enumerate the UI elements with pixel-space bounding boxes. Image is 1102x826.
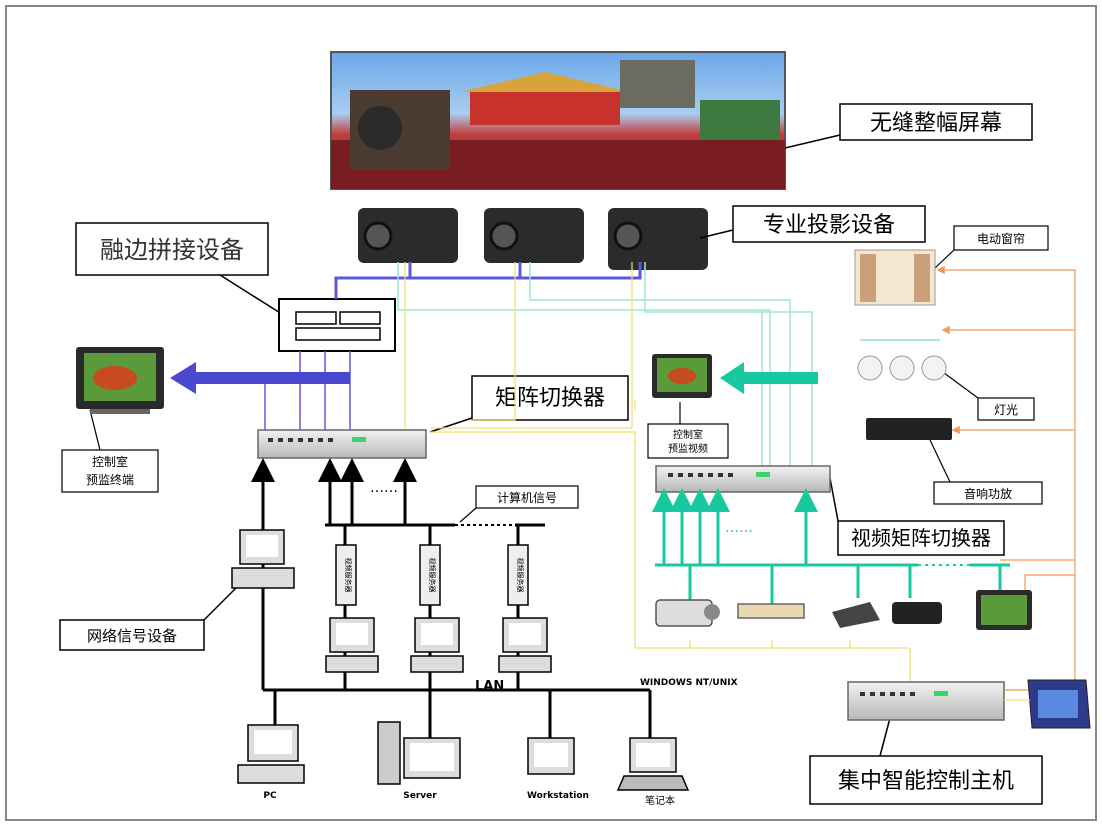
label-audio-amp: 音响功放: [964, 486, 1012, 501]
blue-links-matrix: [264, 351, 351, 435]
dots-video-inputs: ……: [725, 520, 753, 536]
pc-terminal: PC: [237, 724, 305, 801]
workstation-terminal: Workstation: [527, 737, 589, 801]
callout-electric-curtain: 电动窗帘: [934, 225, 1049, 269]
document-camera: [832, 602, 880, 628]
callout-matrix-switcher: 矩阵切换器: [429, 375, 629, 433]
callout-video-matrix: 视频矩阵切换器: [829, 477, 1005, 556]
server-terminal: Server: [377, 721, 461, 801]
label-control-room-preview-line1: 控制室: [92, 454, 128, 469]
edge-blending-device: [278, 298, 396, 352]
light-bulbs: [857, 339, 947, 381]
label-lan: LAN: [475, 679, 504, 694]
diagram-frame: [5, 5, 1097, 821]
black-input-arrows: [251, 458, 417, 535]
yellow-links: [404, 262, 911, 690]
label-control-room-video-line1: 控制室: [673, 428, 703, 441]
rack-server-1: 视频服务器: [335, 544, 357, 606]
computer-rack-3: [498, 617, 552, 673]
preview-monitor-left: [76, 347, 164, 414]
matrix-switcher-device: [257, 429, 427, 459]
callout-central-control: 集中智能控制主机: [809, 717, 1043, 805]
svg-text:视频服务器: 视频服务器: [344, 558, 353, 593]
label-computer-signal: 计算机信号: [497, 490, 557, 505]
dvd-player: [737, 603, 805, 619]
electric-curtain: [854, 249, 936, 306]
blue-arrow-preview: [170, 362, 350, 394]
projector-1: [358, 208, 458, 263]
dots-computer-inputs: ……: [370, 480, 398, 496]
callout-network-signal: 网络信号设备: [59, 587, 237, 651]
rack-server-3: 视频服务器: [507, 544, 529, 606]
label-control-room-video-line2: 预监视频: [668, 442, 708, 455]
callout-control-room-preview: 控制室 预监终端: [61, 409, 159, 493]
label-matrix-switcher: 矩阵切换器: [495, 386, 605, 411]
green-arrow-preview: [720, 362, 818, 394]
label-network-signal: 网络信号设备: [87, 627, 177, 645]
callout-lights: 灯光: [939, 369, 1035, 421]
network-signal-pc: [231, 529, 295, 589]
video-monitor-source: [976, 590, 1032, 630]
video-matrix-device: [655, 465, 831, 493]
label-projectors: 专业投影设备: [763, 213, 895, 238]
label-central-control: 集中智能控制主机: [838, 769, 1014, 794]
svg-text:视频服务器: 视频服务器: [428, 558, 437, 593]
computer-rack-2: [410, 617, 464, 673]
callout-computer-signal: 计算机信号: [459, 485, 579, 523]
label-os: WINDOWS NT/UNIX: [640, 678, 738, 688]
callout-audio-amp: 音响功放: [929, 439, 1043, 505]
rack-server-2: 视频服务器: [419, 544, 441, 606]
callout-projectors: 专业投影设备: [699, 205, 926, 243]
projector-2: [484, 208, 584, 263]
audio-amplifier: [866, 418, 952, 440]
blue-links-projectors: [334, 262, 642, 299]
central-control-device: [847, 681, 1005, 721]
label-electric-curtain: 电动窗帘: [977, 231, 1025, 246]
label-video-matrix: 视频矩阵切换器: [851, 526, 991, 550]
label-server: Server: [403, 791, 437, 801]
label-laptop: 笔记本: [645, 794, 675, 807]
label-workstation: Workstation: [527, 791, 589, 801]
seamless-screen-image: [330, 51, 786, 190]
svg-text:视频服务器: 视频服务器: [516, 558, 525, 593]
label-lights: 灯光: [994, 403, 1018, 417]
laptop-terminal: 笔记本: [616, 737, 690, 807]
computer-signal-bus: [325, 523, 545, 545]
label-seamless-screen: 无缝整幅屏幕: [870, 111, 1002, 136]
video-camera: [655, 599, 720, 627]
label-pc: PC: [263, 791, 277, 801]
computer-rack-1: [325, 617, 379, 673]
projector-3: [608, 208, 708, 270]
label-edge-blending: 融边拼接设备: [100, 236, 244, 264]
callout-edge-blending: 融边拼接设备: [75, 222, 286, 317]
label-control-room-preview-line2: 预监终端: [86, 472, 134, 487]
preview-monitor-right: [652, 354, 712, 398]
ptz-camera: [892, 602, 942, 624]
callout-control-room-video: 控制室 预监视频: [647, 402, 729, 459]
callout-seamless-screen: 无缝整幅屏幕: [784, 103, 1033, 149]
green-input-arrows: [652, 488, 1010, 605]
touch-panel: [1027, 679, 1091, 729]
